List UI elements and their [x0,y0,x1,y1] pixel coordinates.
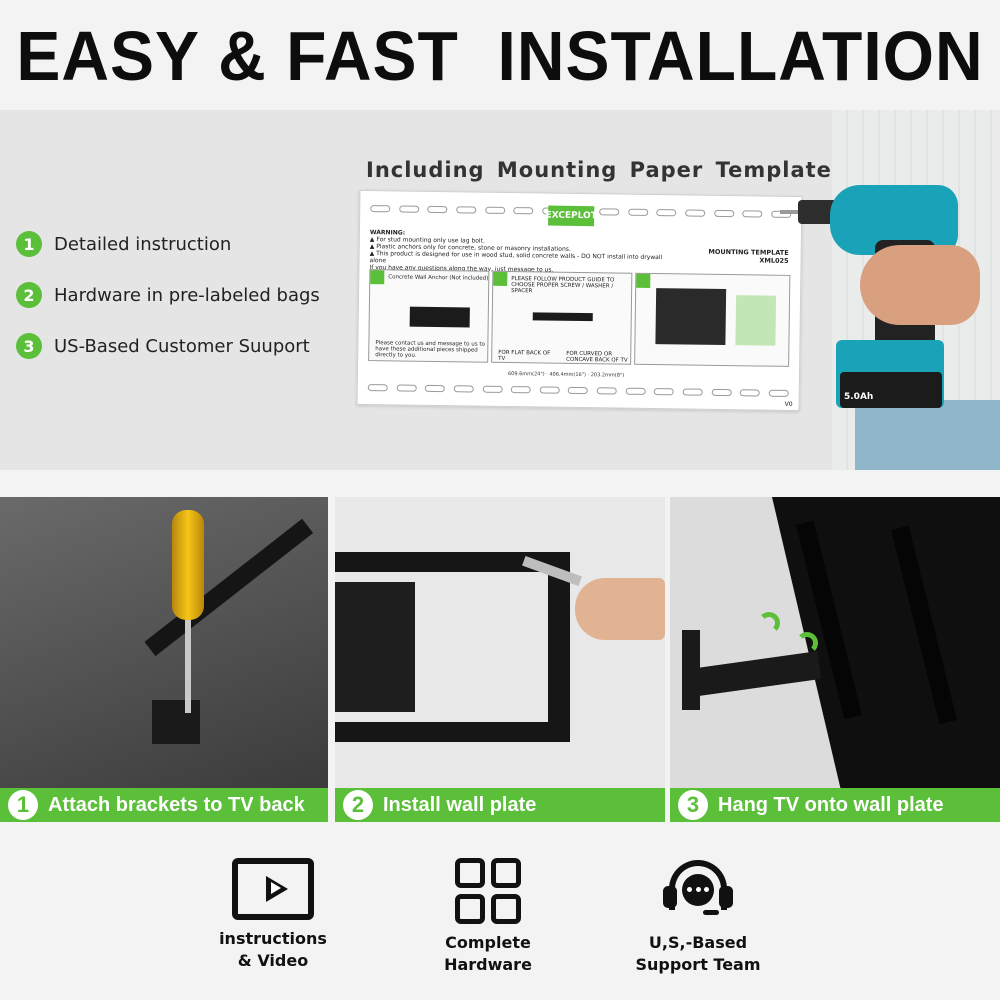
step-bar-3: 3 Hang TV onto wall plate [670,788,1000,822]
icon-caption: Complete Hardware [444,933,532,974]
curved-arrow-icon [758,612,780,634]
icon-caption: U,S,-Based Support Team [635,933,761,974]
step-label: Hang TV onto wall plate [718,793,944,816]
video-play-icon [232,858,314,920]
step-number: 2 [343,790,373,820]
number-badge-3: 3 [16,333,42,359]
hardware-grid-icon [455,858,521,924]
bracket-foot [152,700,200,744]
screwdriver-icon [172,510,204,620]
curved-arrow-icon [796,632,818,654]
step-bar-1: 1 Attach brackets to TV back [0,788,328,822]
mounting-paper-template: EXCEPLOT WARNING: ▲ For stud mounting on… [356,189,803,412]
feature-item: 2 Hardware in pre-labeled bags [16,282,320,308]
icon-complete-hardware: Complete Hardware [408,858,568,976]
step-photo-2: 2 Install wall plate [335,497,665,822]
icon-caption: instructions & Video [219,929,327,970]
battery-base [840,372,942,408]
hand-image [575,578,665,640]
wall-plate-side [548,552,570,742]
dimension-labels: 609.6mm(24") · 406.4mm(16") · 203.2mm(8"… [507,371,625,379]
template-heading: Including Mounting Paper Template [366,158,832,182]
page-title: EASY & FAST INSTALLATION [16,17,984,95]
step-number: 3 [678,790,708,820]
feature-item: 3 US-Based Customer Suuport [16,333,320,359]
slot-row-bottom [367,384,789,398]
wall-plate-rail-top [335,552,570,572]
feature-list: 1 Detailed instruction 2 Hardware in pre… [16,231,320,384]
wall-plate-rail-bottom [335,722,570,742]
step-number: 1 [8,790,38,820]
sofa-image [855,400,1000,470]
hand-image [860,245,980,325]
icon-support-team: U,S,-Based Support Team [618,858,778,976]
panel-tv-mount [634,272,791,367]
number-badge-1: 1 [16,231,42,257]
mount-arm [335,582,415,712]
feature-text: Hardware in pre-labeled bags [54,284,320,306]
drill-bit [780,210,802,214]
version-label: V0 [784,400,793,408]
icon-instructions-video: instructions & Video [193,858,353,972]
screwdriver-shaft [185,618,191,713]
feature-item: 1 Detailed instruction [16,231,320,257]
step-label: Install wall plate [383,793,537,816]
feature-text: US-Based Customer Suuport [54,335,310,357]
mounting-template-label: MOUNTING TEMPLATE XML025 [708,247,789,265]
panel-anchor: Concrete Wall Anchor (Not included) Plea… [368,269,490,363]
battery-label: 5.0Ah [844,392,874,402]
step-label: Attach brackets to TV back [48,793,305,816]
feature-text: Detailed instruction [54,233,232,255]
step-bar-2: 2 Install wall plate [335,788,665,822]
number-badge-2: 2 [16,282,42,308]
headset-support-icon [663,858,733,924]
brand-logo: EXCEPLOT [545,205,597,227]
warning-text: WARNING: ▲ For stud mounting only use la… [369,229,663,274]
panel-screws: PLEASE FOLLOW PRODUCT GUIDE TO CHOOSE PR… [491,270,633,365]
